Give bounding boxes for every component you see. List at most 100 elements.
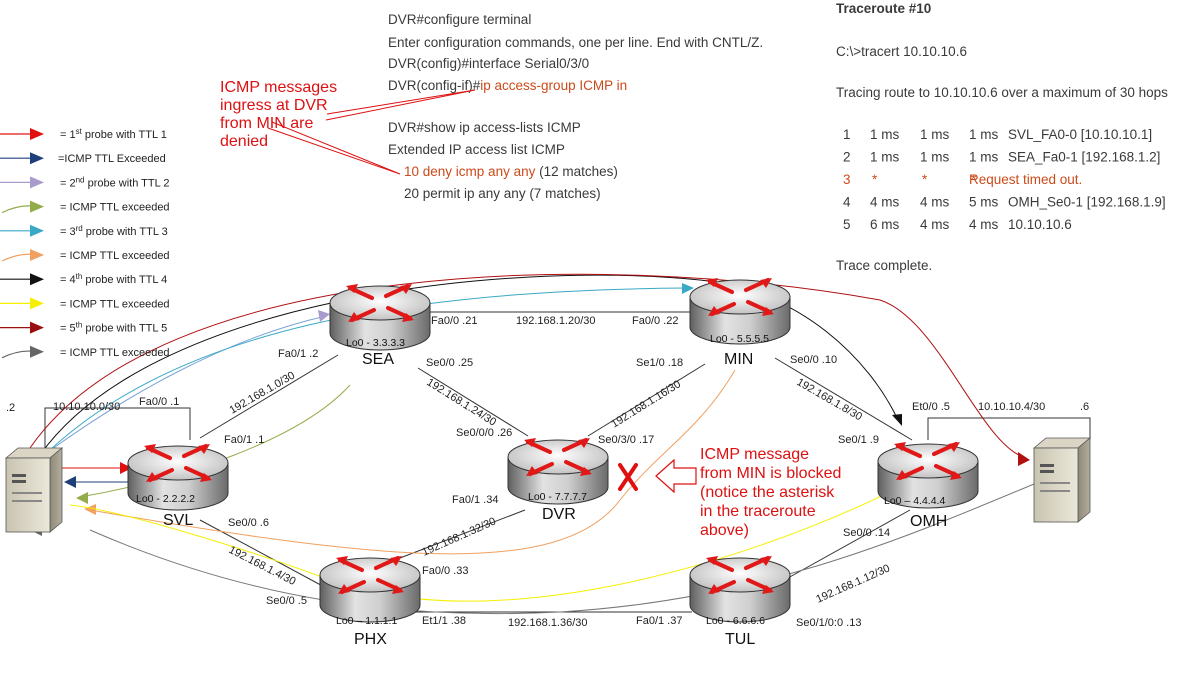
legend-label: = ICMP TTL exceeded [60, 347, 170, 359]
dvr-config-block: DVR#configure terminal Enter configurati… [388, 12, 763, 201]
label-dvr-se000: Se0/0/0 .26 [456, 427, 512, 439]
annotation-pointer [267, 121, 401, 175]
annotation-line: ICMP message [700, 446, 809, 463]
traceroute-complete: Trace complete. [836, 258, 932, 273]
label-min-se10: Se1/0 .18 [636, 357, 683, 369]
legend-row: = 1st probe with TTL 1 [0, 127, 167, 141]
legend-label: = ICMP TTL exceeded [60, 298, 170, 310]
hop-host: SVL_FA0-0 [10.10.10.1] [1008, 127, 1152, 142]
router-loopback: Lo0 - 7.7.7.7 [528, 491, 587, 503]
annotation-line: ingress at DVR [220, 97, 328, 114]
config-line: DVR(config)#interface Serial0/3/0 [388, 56, 589, 71]
label-sea-se00: Se0/0 .25 [426, 357, 473, 369]
hop-time: 1 ms [920, 150, 950, 165]
hop-time: * [922, 172, 928, 187]
legend-label: = 3rd probe with TTL 3 [60, 224, 168, 238]
hop-time: 4 ms [920, 217, 950, 232]
label-net-tul-omh: 192.168.1.12/30 [814, 562, 892, 605]
router-tul[interactable]: Lo0 - 6.6.6.6 TUL [688, 554, 792, 648]
link-dvr-min [587, 363, 706, 437]
label-sea-fa01: Fa0/1 .2 [278, 348, 318, 360]
label-omh-se01: Se0/1 .9 [838, 434, 879, 446]
legend-arrowhead-icon [30, 273, 44, 286]
legend-label-sup: th [76, 321, 83, 330]
hop-time: 6 ms [870, 217, 900, 232]
legend-label-rest: probe with TTL 2 [85, 177, 170, 189]
probe-ttl2-path [47, 315, 327, 453]
hop-number: 1 [843, 127, 851, 142]
ttl2-reply-path [79, 384, 351, 498]
legend-arrowhead-icon [30, 128, 44, 140]
label-net-dvr-min: 192.168.1.16/30 [609, 378, 683, 430]
link-svl-host [44, 407, 191, 448]
router-dvr[interactable]: Lo0 - 7.7.7.7 DVR [506, 436, 610, 523]
probe-ttl3-path [49, 287, 689, 451]
label-phx-fa00: Fa0/0 .33 [422, 565, 468, 577]
traceroute-tracing: Tracing route to 10.10.10.6 over a maxim… [836, 85, 1168, 100]
legend-row: = ICMP TTL exceeded [1, 200, 170, 214]
legend-label-rest: probe with TTL 5 [82, 323, 167, 335]
label-omh-se00: Se0/0 .14 [843, 527, 890, 539]
legend-label-main: = 2 [60, 177, 76, 189]
legend-arrowhead-icon [30, 345, 44, 358]
label-net-phx-tul: 192.168.1.36/30 [508, 617, 588, 629]
hop-host: OMH_Se0-1 [192.168.1.9] [1008, 195, 1166, 210]
legend-label: = 2nd probe with TTL 2 [60, 175, 170, 189]
config-access-group-cmd: ip access-group ICMP in [480, 78, 627, 93]
legend-arrowhead-icon [30, 321, 44, 334]
legend-label: = 1st probe with TTL 1 [60, 127, 167, 141]
hop-number: 2 [843, 150, 851, 165]
router-omh[interactable]: Lo0 – 4.4.4.4 OMH [876, 440, 980, 530]
label-tul-se0100: Se0/1/0:0 .13 [796, 617, 861, 629]
label-net-sea-min: 192.168.1.20/30 [516, 315, 596, 327]
probe-ttl5-path [29, 273, 1027, 459]
router-name: PHX [354, 631, 387, 648]
acl-rule-body: deny icmp any any [423, 164, 536, 179]
router-name: SEA [362, 351, 394, 368]
label-min-se00: Se0/0 .10 [790, 354, 837, 366]
link-phx-dvr [399, 509, 526, 559]
config-acl-header: Extended IP access list ICMP [388, 142, 565, 157]
legend-arrowhead-icon [30, 224, 44, 237]
hop-time: 1 ms [870, 127, 900, 142]
hop-time: * [872, 172, 878, 187]
label-net-sea-dvr: 192.168.1.24/30 [424, 376, 498, 428]
annotation-line: ICMP messages [220, 79, 337, 96]
legend-label-main: = 1 [60, 129, 76, 141]
router-loopback: Lo0 - 3.3.3.3 [346, 337, 405, 349]
legend-label-main: = 5 [60, 323, 76, 335]
config-acl-rule-10: 10 deny icmp any any (12 matches) [404, 164, 618, 179]
label-phx-et11: Et1/1 .38 [422, 615, 466, 627]
router-phx[interactable]: Lo0 – 1.1.1.1 PHX [318, 554, 422, 648]
router-min[interactable]: Lo0 - 5.5.5.5 MIN [688, 276, 792, 368]
hop-time: * [971, 172, 977, 187]
router-sea[interactable]: Lo0 - 3.3.3.3 SEA [328, 282, 432, 368]
legend-row: = ICMP TTL exceeded [1, 345, 170, 359]
legend-label: =ICMP TTL Exceeded [58, 153, 166, 165]
annotation-line: above) [700, 522, 749, 539]
router-svl[interactable]: Lo0 - 2.2.2.2 SVL [126, 442, 230, 529]
annotation-pointer [325, 89, 476, 121]
legend-label-sup: th [76, 272, 83, 281]
router-name: SVL [163, 512, 193, 529]
traceroute-block: Traceroute #10 C:\>tracert 10.10.10.6 Tr… [836, 1, 1168, 273]
link-svl-phx [199, 519, 331, 591]
router-loopback: Lo0 - 5.5.5.5 [710, 333, 769, 345]
host-server-left[interactable] [5, 447, 63, 533]
ttl3-reply-path [89, 369, 736, 555]
router-loopback: Lo0 – 4.4.4.4 [884, 495, 945, 507]
hop-time: 1 ms [870, 150, 900, 165]
legend-row: = ICMP TTL exceeded [0, 297, 170, 310]
annotation-dvr-denied: ICMP messages ingress at DVR from MIN ar… [220, 79, 476, 175]
host-server-right[interactable] [1033, 437, 1091, 523]
traceroute-title: Traceroute #10 [836, 1, 931, 16]
label-svl-fa00: Fa0/0 .1 [139, 396, 179, 408]
label-svl-se00: Se0/0 .6 [228, 517, 269, 529]
hollow-arrow-left-icon [655, 458, 697, 494]
legend-arrowhead-icon [30, 297, 44, 310]
hop-host: Request timed out. [969, 172, 1082, 187]
annotation-line: in the traceroute [700, 503, 816, 520]
legend-label-sup: rd [76, 224, 83, 233]
